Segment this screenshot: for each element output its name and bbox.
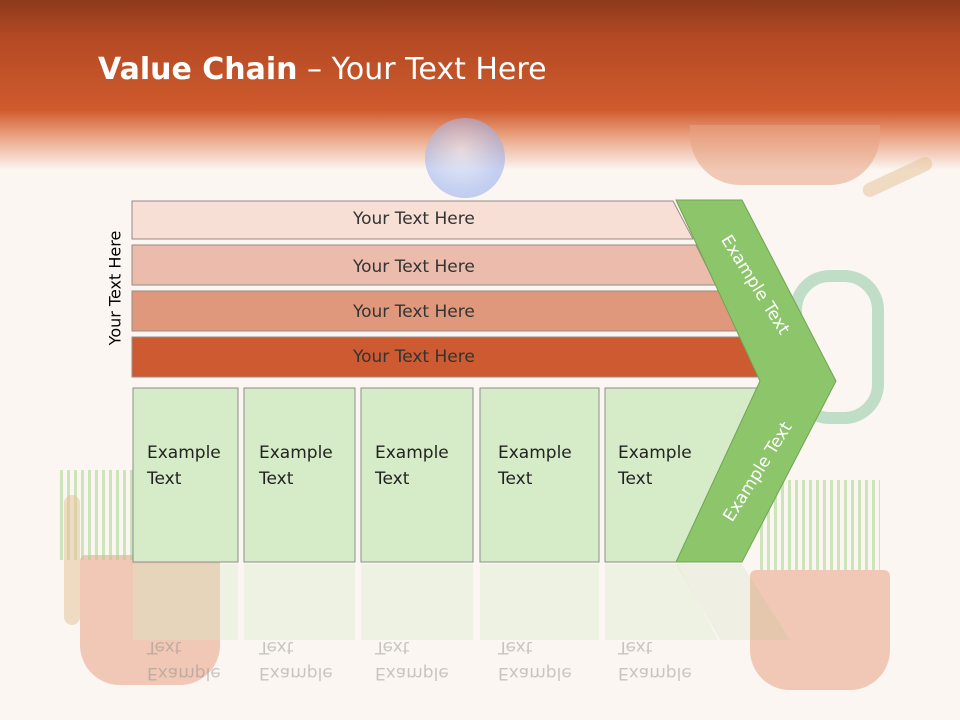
bar-label-4: Your Text Here [353, 347, 475, 367]
box-reflection-shape-3 [361, 564, 473, 640]
box-reflection-3-line1: Example [375, 663, 449, 683]
box-reflection-5: Example Text [618, 634, 692, 686]
box-2-line2: Text [259, 469, 294, 489]
background-pot-top [690, 125, 880, 185]
box-reflection-5-line1: Example [618, 663, 692, 683]
bar-label-3: Your Text Here [353, 302, 475, 322]
title-rest: – Your Text Here [297, 52, 547, 87]
box-reflection-1: Example Text [147, 634, 221, 686]
box-reflection-2-line2: Text [259, 637, 294, 657]
boxes-layer [132, 387, 759, 563]
box-5-line1: Example [618, 443, 692, 463]
side-label: Your Text Here [105, 230, 125, 346]
chevron-arrow [675, 199, 837, 563]
box-reflection-2: Example Text [259, 634, 333, 686]
background-trowel-handle [64, 495, 80, 625]
box-4-line1: Example [498, 443, 572, 463]
bar-label-1: Your Text Here [353, 209, 475, 229]
box-reflection-shape-5 [605, 564, 718, 640]
background-sphere [425, 118, 505, 198]
box-reflection-1-line1: Example [147, 663, 221, 683]
box-reflection-1-line2: Text [147, 637, 182, 657]
box-reflection-4-line2: Text [498, 637, 533, 657]
box-4-line2: Text [498, 469, 533, 489]
arrow-layer [675, 199, 837, 563]
box-reflection-5-line2: Text [618, 637, 653, 657]
box-1 [132, 387, 239, 563]
box-3-line1: Example [375, 443, 449, 463]
background-pot-left [80, 555, 220, 685]
box-reflection-2-line1: Example [259, 663, 333, 683]
box-reflection-3-line2: Text [375, 637, 410, 657]
box-reflection-4: Example Text [498, 634, 572, 686]
bar-1 [131, 200, 694, 240]
bars-layer [131, 200, 763, 378]
chevron-reflection [676, 564, 790, 640]
box-5-line2: Text [618, 469, 653, 489]
box-3 [360, 387, 474, 563]
box-1-line1: Example [147, 443, 221, 463]
reflection-layer [133, 564, 790, 640]
background-pot-right [750, 570, 890, 690]
box-reflection-shape-2 [244, 564, 355, 640]
box-2 [243, 387, 356, 563]
box-reflection-4-line1: Example [498, 663, 572, 683]
box-reflection-shape-4 [480, 564, 599, 640]
title-bold: Value Chain [98, 52, 298, 87]
box-3-line2: Text [375, 469, 410, 489]
box-reflection-3: Example Text [375, 634, 449, 686]
slide-title: Value Chain – Your Text Here [98, 52, 547, 87]
box-1-line2: Text [147, 469, 182, 489]
box-2-line1: Example [259, 443, 333, 463]
box-reflection-shape-1 [133, 564, 238, 640]
box-4 [479, 387, 600, 563]
bar-label-2: Your Text Here [353, 257, 475, 277]
background-grass-right [760, 480, 880, 570]
